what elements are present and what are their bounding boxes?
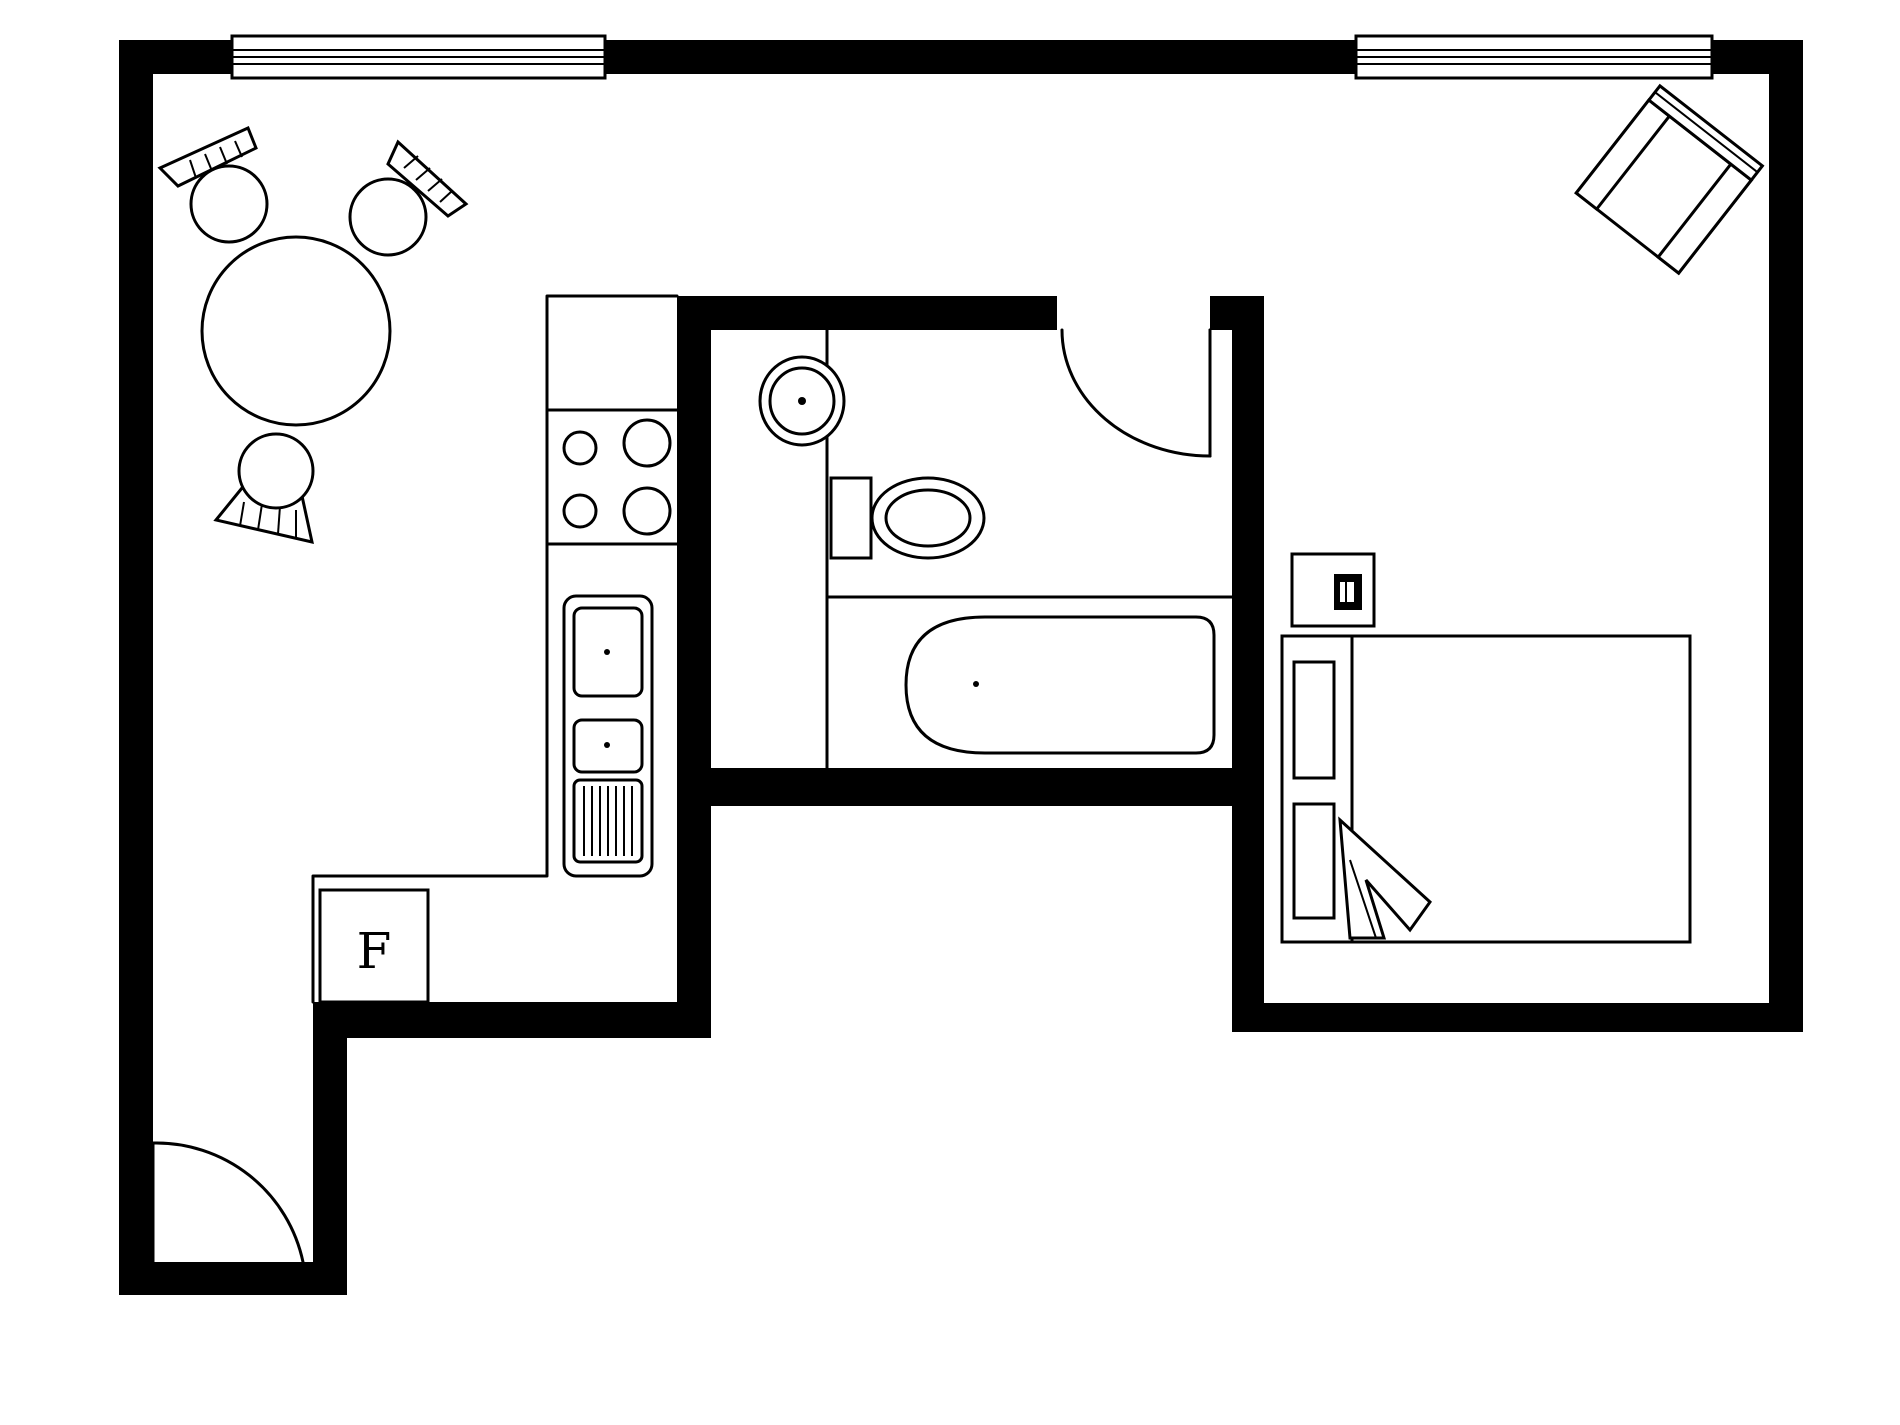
walls xyxy=(119,40,1803,1295)
wall-bedroom-bottom xyxy=(1232,1003,1803,1032)
nightstand-icon xyxy=(1290,552,1376,628)
wall-kitchen-bottom xyxy=(313,1002,711,1038)
kitchen-counter xyxy=(311,294,679,1004)
chair-icon xyxy=(348,139,469,257)
wall-corridor xyxy=(313,1002,347,1295)
bathtub-icon xyxy=(904,615,1216,755)
bed-icon xyxy=(1280,634,1692,944)
fridge: F xyxy=(318,888,430,1004)
wall-right xyxy=(1769,40,1803,1032)
wall-bath-left xyxy=(677,296,711,1038)
window-icon xyxy=(1354,34,1714,80)
wall-left xyxy=(119,40,153,1295)
door-swing-icon xyxy=(151,1141,305,1264)
wall-bedroom-left xyxy=(1232,296,1264,1032)
window-icon xyxy=(230,34,607,80)
toilet-icon xyxy=(829,476,986,560)
wall-entry-bottom xyxy=(119,1262,347,1295)
dining-table-icon xyxy=(200,235,392,427)
chair-icon xyxy=(213,432,315,544)
chair-icon xyxy=(157,125,269,244)
wall-bath-top xyxy=(677,296,1057,330)
washbasin-icon xyxy=(758,355,846,447)
armchair-icon xyxy=(1574,83,1765,276)
stove-icon xyxy=(562,418,672,536)
sink-icon xyxy=(562,594,654,878)
wall-bath-bottom xyxy=(677,768,1264,806)
wall-bath-top-right xyxy=(1210,296,1264,330)
fridge-label: F xyxy=(357,922,392,980)
door-swing-icon xyxy=(1060,328,1212,458)
